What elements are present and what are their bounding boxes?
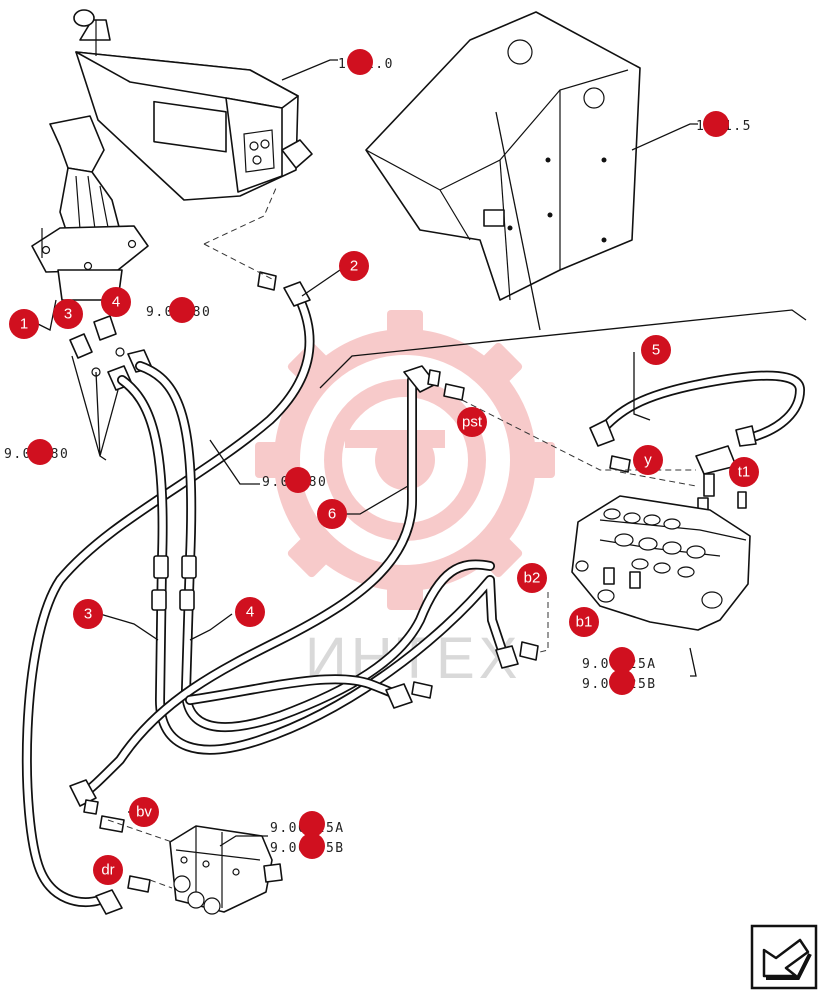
leaders <box>37 59 698 889</box>
svg-text:dr: dr <box>101 862 114 879</box>
section-line <box>319 309 807 389</box>
control-console <box>73 9 313 201</box>
joystick-fittings <box>69 315 153 391</box>
callout-4-bottom[interactable]: 4 <box>235 597 265 627</box>
svg-text:b2: b2 <box>524 570 541 587</box>
callout-pst[interactable]: pst <box>457 407 487 437</box>
svg-text:y: y <box>644 452 652 469</box>
svg-text:bv: bv <box>136 804 152 821</box>
callout-b1[interactable]: b1 <box>569 607 599 637</box>
svg-text:1: 1 <box>20 316 28 333</box>
callout-2[interactable]: 2 <box>339 251 369 281</box>
joystick <box>31 115 149 301</box>
watermark-gear-icon <box>255 310 555 610</box>
callout-4-top[interactable]: 4 <box>101 287 131 317</box>
callout-dr[interactable]: dr <box>93 855 123 885</box>
svg-text:3: 3 <box>64 306 72 323</box>
callout-b2[interactable]: b2 <box>517 563 547 593</box>
loader-frame <box>365 11 641 301</box>
svg-text:4: 4 <box>246 604 254 621</box>
hose-fittings <box>69 271 757 915</box>
svg-text:pst: pst <box>462 414 483 431</box>
callout-6[interactable]: 6 <box>317 499 347 529</box>
svg-text:4: 4 <box>112 294 120 311</box>
main-control-valve <box>571 495 751 631</box>
frame-cut-line <box>495 111 541 331</box>
arrow-corner-icon[interactable] <box>750 924 818 990</box>
callout-1[interactable]: 1 <box>9 309 39 339</box>
svg-text:3: 3 <box>84 606 92 623</box>
svg-text:2: 2 <box>350 258 358 275</box>
svg-text:b1: b1 <box>576 614 593 631</box>
lower-valve-block <box>169 825 283 915</box>
callout-3-top[interactable]: 3 <box>53 299 83 329</box>
callouts: 1 3 4 2 5 pst y t1 <box>9 49 759 885</box>
hoses <box>21 295 805 908</box>
callout-3-bottom[interactable]: 3 <box>73 599 103 629</box>
callout-bv[interactable]: bv <box>129 797 159 827</box>
svg-text:5: 5 <box>652 342 660 359</box>
callout-5[interactable]: 5 <box>641 335 671 365</box>
callout-t1[interactable]: t1 <box>729 457 759 487</box>
svg-text:6: 6 <box>328 506 336 523</box>
svg-text:t1: t1 <box>738 464 751 481</box>
callout-y[interactable]: y <box>633 445 663 475</box>
